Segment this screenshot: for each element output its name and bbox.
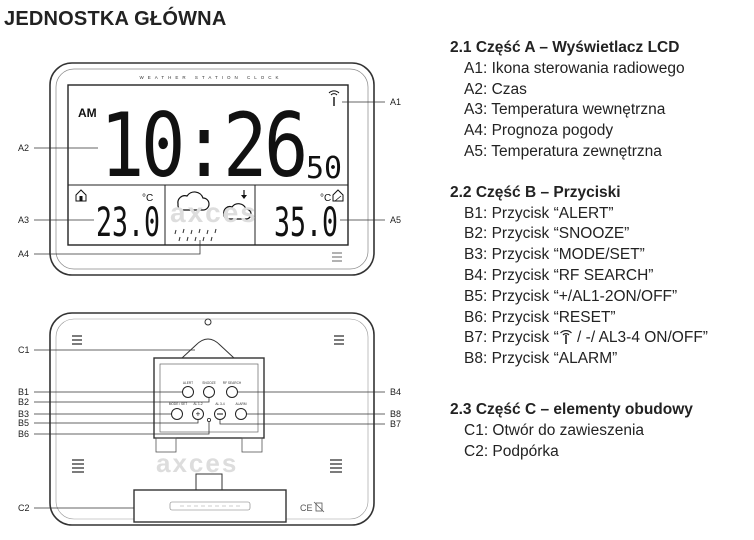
legend-b2: B2: Przycisk “SNOOZE” bbox=[464, 225, 630, 243]
legend-a1: A1: Ikona sterowania radiowego bbox=[464, 59, 685, 77]
callout-a5: A5 bbox=[390, 215, 401, 225]
legend-b8: B8: Przycisk “ALARM” bbox=[464, 350, 618, 368]
device-diagram: WEATHER STATION CLOCK AM 10:26 50 23.0 °… bbox=[18, 62, 401, 526]
legend-a5: A5: Temperatura zewnętrzna bbox=[464, 142, 662, 160]
recycle-bin-icon bbox=[313, 501, 325, 513]
vent-slots bbox=[72, 335, 344, 473]
legend-b6: B6: Przycisk “RESET” bbox=[464, 308, 616, 326]
ampm-indicator: AM bbox=[78, 106, 97, 120]
callout-c1: C1 bbox=[18, 345, 30, 355]
legend-b1: B1: Przycisk “ALERT” bbox=[464, 204, 614, 222]
legend-c1: C1: Otwór do zawieszenia bbox=[464, 421, 645, 439]
alert-button[interactable] bbox=[182, 386, 194, 398]
speaker-grille bbox=[332, 252, 342, 262]
legend-b5: B5: Przycisk “+/AL1-2ON/OFF” bbox=[464, 287, 678, 305]
callout-b8: B8 bbox=[390, 409, 401, 419]
hanging-hole bbox=[180, 338, 236, 359]
callout-b7: B7 bbox=[390, 419, 401, 429]
snooze-button-label: SNOOZE bbox=[202, 381, 215, 385]
banner-text: WEATHER STATION CLOCK bbox=[139, 75, 282, 80]
back-watermark: axces bbox=[156, 448, 238, 478]
plus-al12-button[interactable] bbox=[192, 408, 204, 420]
button-row-1: ALERT SNOOZE RF SEARCH bbox=[182, 381, 242, 398]
legend-b3: B3: Przycisk “MODE/SET” bbox=[464, 246, 645, 264]
legend-a4: A4: Prognoza pogody bbox=[464, 122, 614, 140]
legend-a2: A2: Czas bbox=[464, 80, 527, 98]
alert-button-label: ALERT bbox=[183, 381, 193, 385]
front-view: WEATHER STATION CLOCK AM 10:26 50 23.0 °… bbox=[49, 62, 375, 276]
indoor-temp-unit: °C bbox=[142, 193, 153, 204]
outdoor-temp-display: 35.0 bbox=[274, 200, 338, 246]
alarm-button[interactable] bbox=[235, 408, 247, 420]
rf-search-button-label: RF SEARCH bbox=[223, 381, 242, 385]
radio-signal-icon bbox=[559, 330, 572, 345]
ce-mark: CE bbox=[300, 503, 313, 513]
trend-arrow-icon bbox=[241, 190, 247, 199]
callout-a2: A2 bbox=[18, 143, 29, 153]
section-a-heading: 2.1 Część A – Wyświetlacz LCD bbox=[450, 39, 680, 56]
callout-b1: B1 bbox=[18, 387, 29, 397]
time-display: 10:26 bbox=[100, 94, 305, 197]
legend-b7: B7: Przycisk “ / -/ AL3-4 ON/OFF” bbox=[450, 328, 750, 349]
section-b-heading: 2.2 Część B – Przyciski bbox=[450, 183, 621, 201]
radio-signal-icon bbox=[328, 90, 340, 106]
lcd-screen bbox=[67, 84, 349, 246]
callout-c2: C2 bbox=[18, 503, 30, 513]
rain-icon bbox=[174, 228, 217, 242]
legend-a3: A3: Temperatura wewnętrzna bbox=[464, 101, 666, 119]
callout-b6: B6 bbox=[18, 429, 29, 439]
legend-panel: 2.1 Część A – Wyświetlacz LCD A1: Ikona … bbox=[450, 38, 750, 462]
outdoor-temp-unit: °C bbox=[320, 193, 331, 204]
back-view: ALERT SNOOZE RF SEARCH MODE / SET AL 1-2… bbox=[49, 312, 375, 526]
reset-button[interactable] bbox=[206, 417, 211, 422]
legend-b7-suffix: / -/ AL3-4 ON/OFF” bbox=[572, 329, 708, 347]
snooze-button[interactable] bbox=[203, 386, 215, 398]
al34-button-label: AL 3-4 bbox=[215, 402, 224, 406]
al12-button-label: AL 1-2 bbox=[193, 402, 202, 406]
alarm-button-label: ALARM bbox=[236, 402, 247, 406]
outdoor-house-icon bbox=[332, 189, 344, 202]
cloud-icon bbox=[177, 191, 252, 220]
callout-a1: A1 bbox=[390, 97, 401, 107]
seconds-display: 50 bbox=[306, 151, 342, 186]
rf-search-button[interactable] bbox=[226, 386, 238, 398]
house-icon bbox=[75, 189, 87, 202]
callout-b3: B3 bbox=[18, 409, 29, 419]
callout-a4: A4 bbox=[18, 249, 29, 259]
callout-b2: B2 bbox=[18, 397, 29, 407]
mode-set-button[interactable] bbox=[171, 408, 183, 420]
legend-b7-prefix: B7: Przycisk “ bbox=[464, 329, 559, 347]
callout-a3: A3 bbox=[18, 215, 29, 225]
page-title: JEDNOSTKA GŁÓWNA bbox=[4, 8, 227, 30]
front-callouts: A1 A2 A3 A5 A4 bbox=[18, 97, 401, 259]
legend-b4: B4: Przycisk “RF SEARCH” bbox=[464, 266, 654, 284]
watermark: axces bbox=[170, 197, 258, 228]
svg-text:+: + bbox=[196, 410, 201, 419]
callout-b5: B5 bbox=[18, 418, 29, 428]
stand bbox=[133, 473, 287, 523]
back-callouts: C1 B1 B2 B3 B5 B6 B4 B8 B7 C2 bbox=[18, 345, 401, 513]
callout-b4: B4 bbox=[390, 387, 401, 397]
indoor-temp-display: 23.0 bbox=[96, 200, 160, 246]
legend-c2: C2: Podpórka bbox=[464, 442, 559, 460]
mode-set-button-label: MODE / SET bbox=[169, 402, 187, 406]
section-c-heading: 2.3 Część C – elementy obudowy bbox=[450, 400, 693, 418]
button-row-2: MODE / SET AL 1-2 + AL 3-4 ALARM bbox=[169, 402, 247, 422]
